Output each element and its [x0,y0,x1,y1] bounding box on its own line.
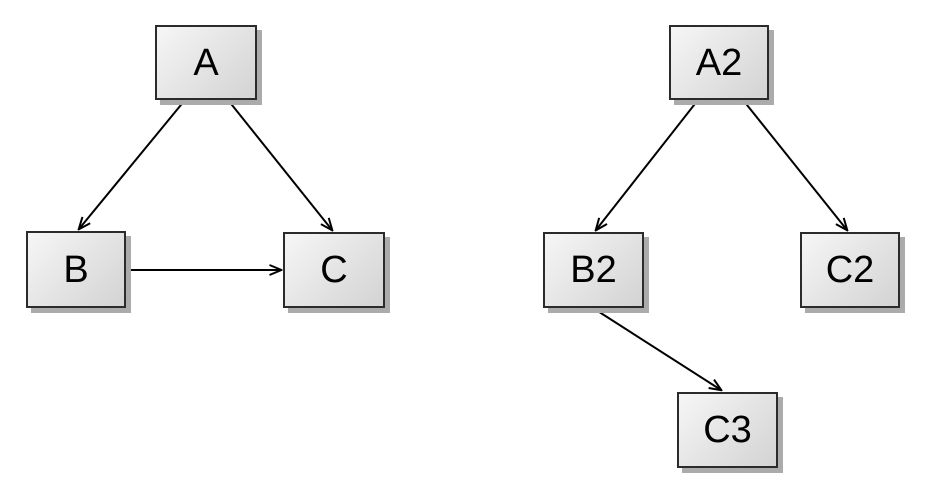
node-C[interactable]: C [283,232,385,308]
node-label: B [63,248,89,291]
node-label: A [193,41,219,84]
node-label: B2 [570,249,617,291]
edge-B2-C3 [592,307,721,390]
edge-A-B [79,99,186,229]
node-A2[interactable]: A2 [669,25,769,100]
node-label: C2 [825,249,875,291]
node-C2[interactable]: C2 [800,232,900,308]
edge-A-C [227,99,332,230]
node-label: C [320,249,348,291]
node-B[interactable]: B [26,231,126,308]
node-C3[interactable]: C3 [677,392,778,468]
node-A[interactable]: A [155,25,257,100]
edge-A2-B2 [596,99,699,230]
node-label: A2 [695,41,743,84]
node-B2[interactable]: B2 [543,232,644,308]
edge-A2-C2 [742,99,847,230]
node-label: C3 [703,409,752,451]
